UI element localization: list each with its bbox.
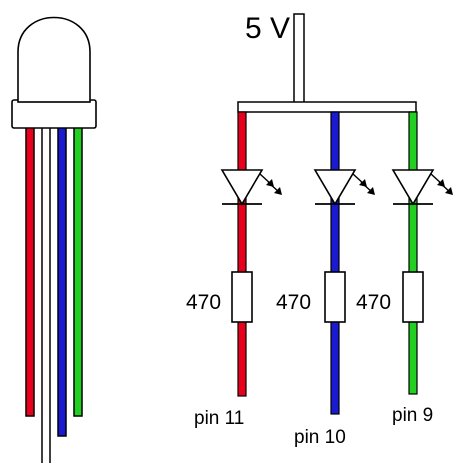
emission-arrowhead-red-1: [274, 187, 282, 195]
led-lead-blue: [57, 123, 67, 437]
led-dome: [17, 16, 91, 103]
supply-stub: [293, 13, 305, 105]
resistor-label-green: 470: [356, 291, 391, 314]
resistor-label-red: 470: [186, 291, 221, 314]
led-lead-common: [41, 123, 51, 463]
pin-label-blue: pin 10: [294, 427, 346, 448]
led-flange: [11, 99, 97, 129]
pin-label-green: pin 9: [392, 405, 433, 426]
led-symbol-blue: [313, 169, 357, 206]
wire-green: [408, 111, 418, 395]
pin-label-red: pin 11: [194, 408, 244, 429]
wire-blue: [330, 111, 340, 415]
rgb-led-package: [11, 16, 97, 463]
emission-arrowhead-blue-1: [367, 187, 375, 195]
led-symbol-green: [391, 169, 435, 206]
resistor-label-blue: 470: [276, 291, 311, 314]
emission-arrowhead-green-1: [445, 187, 453, 195]
resistor-red: [231, 271, 253, 323]
supply-label: 5 V: [245, 12, 290, 45]
led-channels: [220, 111, 453, 415]
supply-wiring: [237, 13, 417, 113]
wire-red: [237, 111, 247, 397]
supply-bus: [237, 101, 417, 113]
resistor-blue: [324, 271, 346, 323]
resistor-green: [402, 271, 424, 323]
led-lead-green: [73, 123, 83, 417]
led-lead-red: [25, 123, 35, 417]
led-symbol-red: [220, 169, 264, 206]
